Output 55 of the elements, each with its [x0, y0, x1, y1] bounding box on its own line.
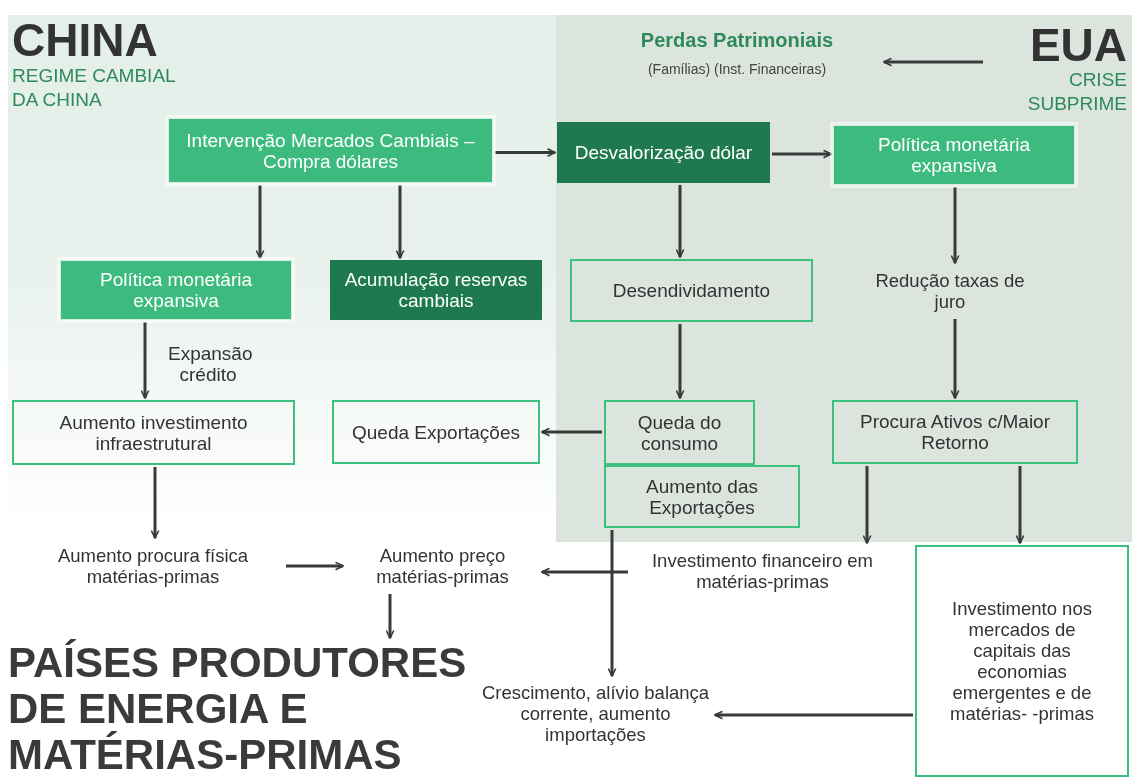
- arrow: [541, 567, 628, 577]
- process-box: [604, 465, 800, 528]
- arrow: [862, 466, 872, 544]
- box-text: Procura Ativos c/Maior Retorno: [858, 411, 1052, 453]
- arrow: [150, 467, 160, 539]
- arrow: [883, 57, 983, 67]
- arrow: [675, 324, 685, 399]
- flow-text: Redução taxas de juro: [860, 265, 1040, 317]
- process-box: [60, 260, 292, 320]
- arrow: [607, 530, 617, 677]
- subheading: REGIME CAMBIAL DA CHINA: [12, 64, 176, 112]
- box-text: Desendividamento: [612, 280, 771, 301]
- arrow: [255, 185, 265, 259]
- box-text: Aumento investimento infraestrutural: [58, 411, 249, 454]
- arrow: [140, 322, 150, 399]
- flow-text: Investimento financeiro em matérias-primas: [630, 545, 895, 597]
- process-box: [570, 259, 813, 322]
- box-text: Intervenção Mercados Cambiais – Compra dólares: [185, 129, 476, 172]
- arrow: [385, 594, 395, 639]
- box-text: Acumulação reservas cambiais: [343, 269, 529, 311]
- process-box: [833, 125, 1075, 185]
- arrow: [772, 149, 832, 159]
- heading: PAÍSES PRODUTORES DE ENERGIA E MATÉRIAS-PRIMAS: [8, 640, 468, 780]
- arrow: [495, 147, 556, 158]
- subheading: CRISE SUBPRIME: [1026, 68, 1127, 116]
- box-text: Investimento nos mercados de capitais das economias emergentes e de matérias- -primas: [949, 598, 1095, 724]
- arrow: [395, 185, 405, 259]
- flow-text: Crescimento, alívio balança corrente, aumento importações: [478, 678, 713, 748]
- flow-text: (Famílias) (Inst. Financeiras): [647, 60, 827, 78]
- box-text: Queda Exportações: [352, 421, 520, 443]
- arrow: [675, 185, 685, 258]
- process-box: [832, 400, 1078, 464]
- box-text: Queda do consumo: [636, 411, 723, 454]
- box-text: Aumento das Exportações: [645, 475, 759, 518]
- process-box: [332, 400, 540, 464]
- box-text: Desvalorização dólar: [574, 142, 753, 163]
- heading: EUA: [1029, 22, 1127, 68]
- arrow: [950, 319, 960, 399]
- arrow: [1015, 466, 1025, 544]
- flow-text: Aumento procura física matérias-primas: [22, 540, 284, 592]
- box-text: Política monetária expansiva: [98, 269, 254, 311]
- heading: CHINA: [12, 16, 159, 64]
- process-box: [604, 400, 755, 465]
- arrow: [286, 561, 344, 571]
- box-text: Política monetária expansiva: [876, 134, 1032, 176]
- process-box: [330, 260, 542, 320]
- process-box: [12, 400, 295, 465]
- process-box: [168, 118, 493, 183]
- arrow: [541, 427, 602, 437]
- flow-text: Aumento preço matérias-primas: [345, 540, 540, 592]
- arrow: [714, 710, 913, 720]
- process-box: [915, 545, 1129, 777]
- flow-text: Perdas Patrimoniais: [640, 28, 834, 52]
- process-box: [557, 122, 770, 183]
- arrow: [950, 187, 960, 264]
